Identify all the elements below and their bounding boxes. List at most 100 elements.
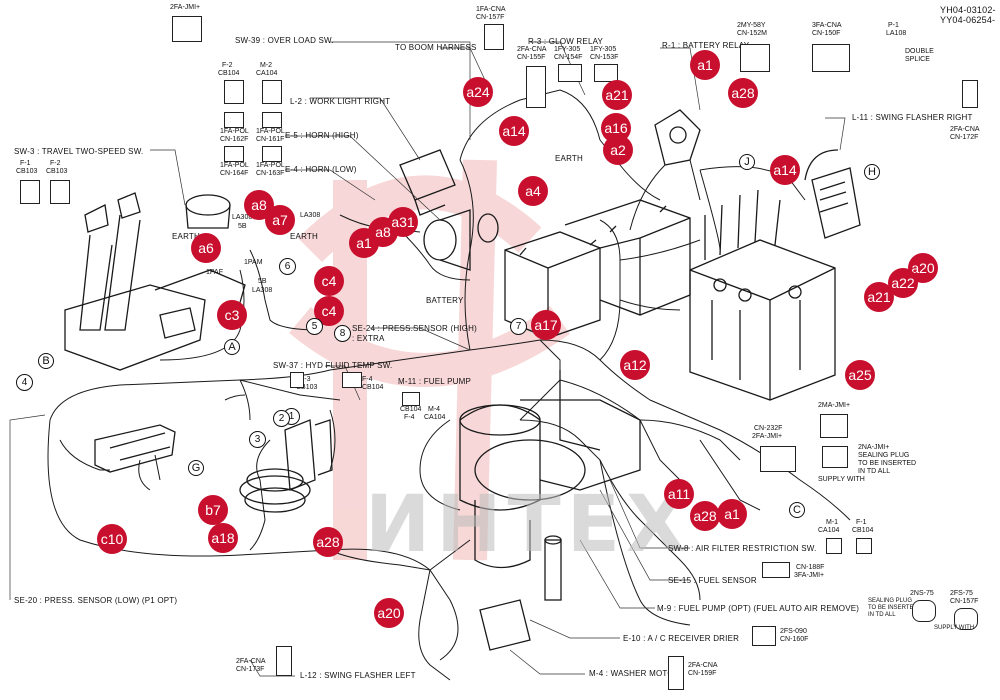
conn-cn152m: CN-152M — [737, 30, 767, 37]
callout-badge: a4 — [518, 176, 548, 206]
view-marker: J — [739, 154, 755, 170]
ref-code-top: YH04-03102- — [940, 5, 996, 15]
ref-number: 6 — [279, 258, 296, 275]
conn-f4-b: F-4 — [404, 414, 415, 421]
conn-cn150f: CN-150F — [812, 30, 841, 37]
battery-left — [504, 231, 601, 339]
ref-number: 4 — [16, 374, 33, 391]
callout-badge: a25 — [845, 360, 875, 390]
conn-ca104-c: CA104 — [424, 414, 446, 421]
conn-cn188f-shape — [762, 562, 790, 578]
label-earth-1: EARTH — [555, 154, 583, 163]
callout-badge: a20 — [374, 598, 404, 628]
ref-number: 8 — [334, 325, 351, 342]
label-boom-harness: TO BOOM HARNESS — [395, 43, 477, 52]
label-earth-3: EARTH — [290, 232, 318, 241]
conn-3fajmi: 3FA-JMI+ — [794, 572, 825, 579]
callout-badge: a11 — [664, 479, 694, 509]
conn-pol4-shape — [262, 146, 282, 162]
control-valve — [689, 239, 836, 401]
conn-cn172f: CN-172F — [950, 134, 979, 141]
callout-badge: a28 — [690, 501, 720, 531]
label-e10: E-10 : A / C RECEIVER DRIER — [623, 634, 740, 643]
conn-m2: M-2 — [260, 62, 273, 69]
conn-cb103-b-shape — [50, 180, 70, 204]
conn-ca104-a: CA104 — [256, 70, 278, 77]
conn-1fa-pol-2: 1FA-POL — [256, 128, 285, 135]
conn-cn172f-shape — [962, 80, 978, 108]
label-sw37: SW-37 : HYD FLUID TEMP SW. — [273, 361, 393, 370]
conn-f3-shape — [290, 372, 304, 388]
callout-badge: a18 — [208, 523, 238, 553]
travel-levers — [79, 214, 141, 331]
label-se15: SE-15 : FUEL SENSOR — [668, 576, 757, 585]
callout-badge: b7 — [198, 495, 228, 525]
conn-2fs090: 2FS-090 — [780, 628, 807, 635]
conn-cn157f: CN-157F — [476, 14, 505, 21]
conn-cb103-b: CB103 — [46, 168, 68, 175]
conn-2najmi-shape — [822, 446, 848, 468]
conn-2fs75: 2FS-75 — [950, 590, 973, 597]
conn-pol1-shape — [224, 112, 244, 128]
label-m11: M-11 : FUEL PUMP — [398, 377, 471, 386]
conn-f1b-shape — [856, 538, 872, 554]
conn-f4: F-4 — [362, 376, 373, 383]
conn-2majmi: 2MA-JMI+ — [818, 402, 851, 409]
conn-cn155f: CN-155F — [517, 54, 546, 61]
callout-badge: a28 — [313, 527, 343, 557]
ref-number: 3 — [249, 431, 266, 448]
conn-cn232f-shape — [760, 446, 796, 472]
label-sw3: SW-3 : TRAVEL TWO-SPEED SW. — [14, 147, 144, 156]
conn-f3: F-3 — [300, 376, 311, 383]
conn-f2b: F-2 — [50, 160, 61, 167]
conn-1fy305-b: 1FY-305 — [590, 46, 617, 53]
conn-cb103-a: CB103 — [16, 168, 38, 175]
supply-with-2: SUPPLY WITH — [934, 625, 975, 631]
callout-badge: a12 — [620, 350, 650, 380]
conn-pol2-shape — [262, 112, 282, 128]
conn-cb103-c: CB103 — [296, 384, 318, 391]
conn-cn164f: CN-164F — [220, 170, 249, 177]
callout-badge: a6 — [191, 233, 221, 263]
conn-f4-shape — [342, 372, 362, 388]
conn-cb104-d: CB104 — [400, 406, 422, 413]
conn-1fy305-a: 1FY-305 — [554, 46, 581, 53]
conn-cb104-d-shape — [402, 392, 420, 406]
watermark-text: ИНТЕХ — [365, 480, 693, 570]
conn-cb104-a: CB104 — [218, 70, 240, 77]
conn-cn154f: CN-154F — [554, 54, 583, 61]
sealing-plug-note-1: SEALING PLUG TO BE INSERTED IN TD ALL — [858, 452, 917, 475]
conn-cn159f: CN-159F — [688, 670, 717, 677]
double-splice-note: DOUBLE SPLICE — [905, 48, 934, 63]
conn-5b-a: 5B — [238, 223, 247, 230]
callout-badge: c4 — [314, 266, 344, 296]
label-r1: R-1 : BATTERY RELAY — [662, 41, 750, 50]
conn-cn232f: CN-232F — [754, 425, 783, 432]
conn-cn150f-shape — [812, 44, 850, 72]
callout-badge: c10 — [97, 524, 127, 554]
label-sw8: SW-8 : AIR FILTER RESTRICTION SW. — [668, 544, 817, 553]
conn-la308-b: LA308 — [252, 287, 273, 294]
conn-cb103-a-shape — [20, 180, 40, 204]
label-e4: E-4 : HORN (LOW) — [285, 165, 357, 174]
conn-2ns75-shape — [912, 600, 936, 622]
view-marker: H — [864, 164, 880, 180]
conn-cn173f: CN-173F — [236, 666, 265, 673]
callout-badge: a1 — [717, 499, 747, 529]
callout-badge: a17 — [531, 310, 561, 340]
conn-2fajmi-top: 2FA-JMI+ — [170, 4, 201, 11]
callout-badge: a14 — [770, 155, 800, 185]
conn-3fa-cna: 3FA-CNA — [812, 22, 842, 29]
label-l2: L-2 : WORK LIGHT RIGHT — [290, 97, 391, 106]
conn-m4-c: M-4 — [428, 406, 441, 413]
conn-1fa-pol-4: 1FA-POL — [256, 162, 285, 169]
callout-badge: c3 — [217, 300, 247, 330]
view-marker: C — [789, 502, 805, 518]
conn-1fa-pol-3: 1FA-POL — [220, 162, 249, 169]
view-marker: B — [38, 353, 54, 369]
conn-cn173f-shape — [276, 646, 292, 676]
label-m9: M-9 : FUEL PUMP (OPT) (FUEL AUTO AIR REM… — [657, 604, 860, 613]
conn-cn160f-shape — [752, 626, 776, 646]
conn-cb104-e: CB104 — [852, 527, 874, 534]
ref-code-bottom: YY04-06254- — [940, 15, 996, 25]
